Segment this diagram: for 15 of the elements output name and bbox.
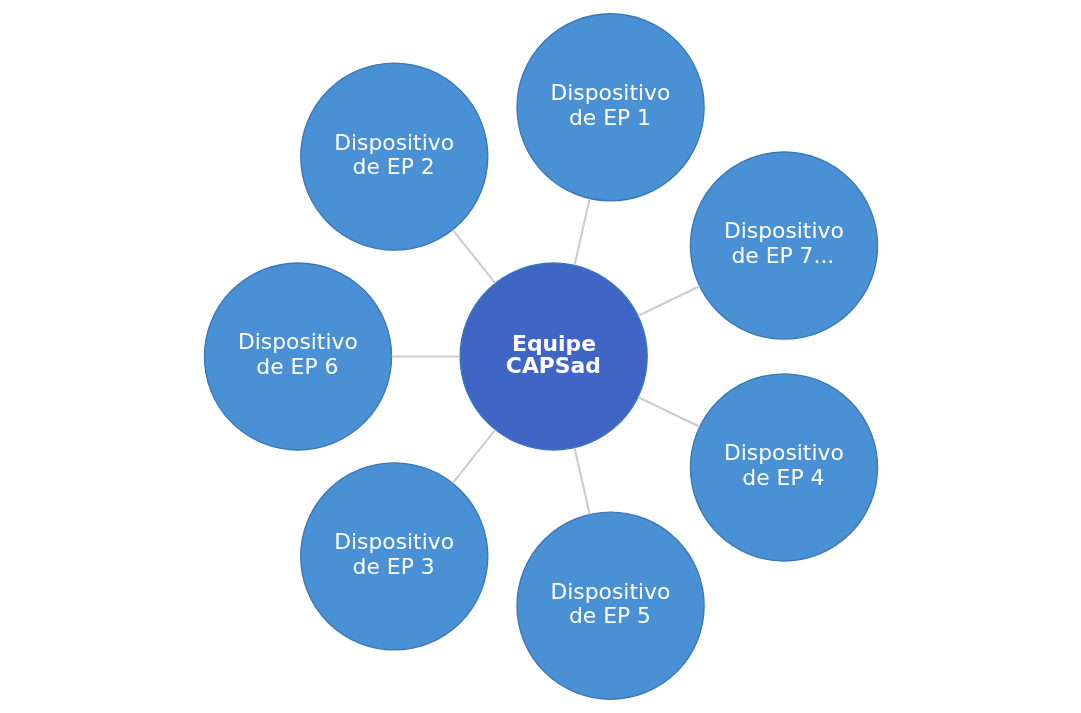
- node-circle: Dispositivo de EP 3: [299, 462, 488, 651]
- node-circle: Dispositivo de EP 4: [689, 373, 878, 562]
- connector: [637, 396, 700, 428]
- node-circle: Equipe CAPSad: [458, 262, 648, 451]
- connector: [391, 355, 460, 358]
- connector: [451, 429, 496, 484]
- node-circle: Dispositivo de EP 5: [515, 511, 705, 700]
- node-circle: Dispositivo de EP 7...: [689, 151, 878, 340]
- node-circle: Dispositivo de EP 1: [515, 13, 705, 202]
- connector: [573, 447, 591, 515]
- node-circle: Dispositivo de EP 6: [203, 262, 392, 451]
- node-circle: Dispositivo de EP 2: [299, 62, 488, 251]
- connector: [637, 285, 700, 317]
- connector: [573, 198, 591, 266]
- connector: [451, 229, 496, 284]
